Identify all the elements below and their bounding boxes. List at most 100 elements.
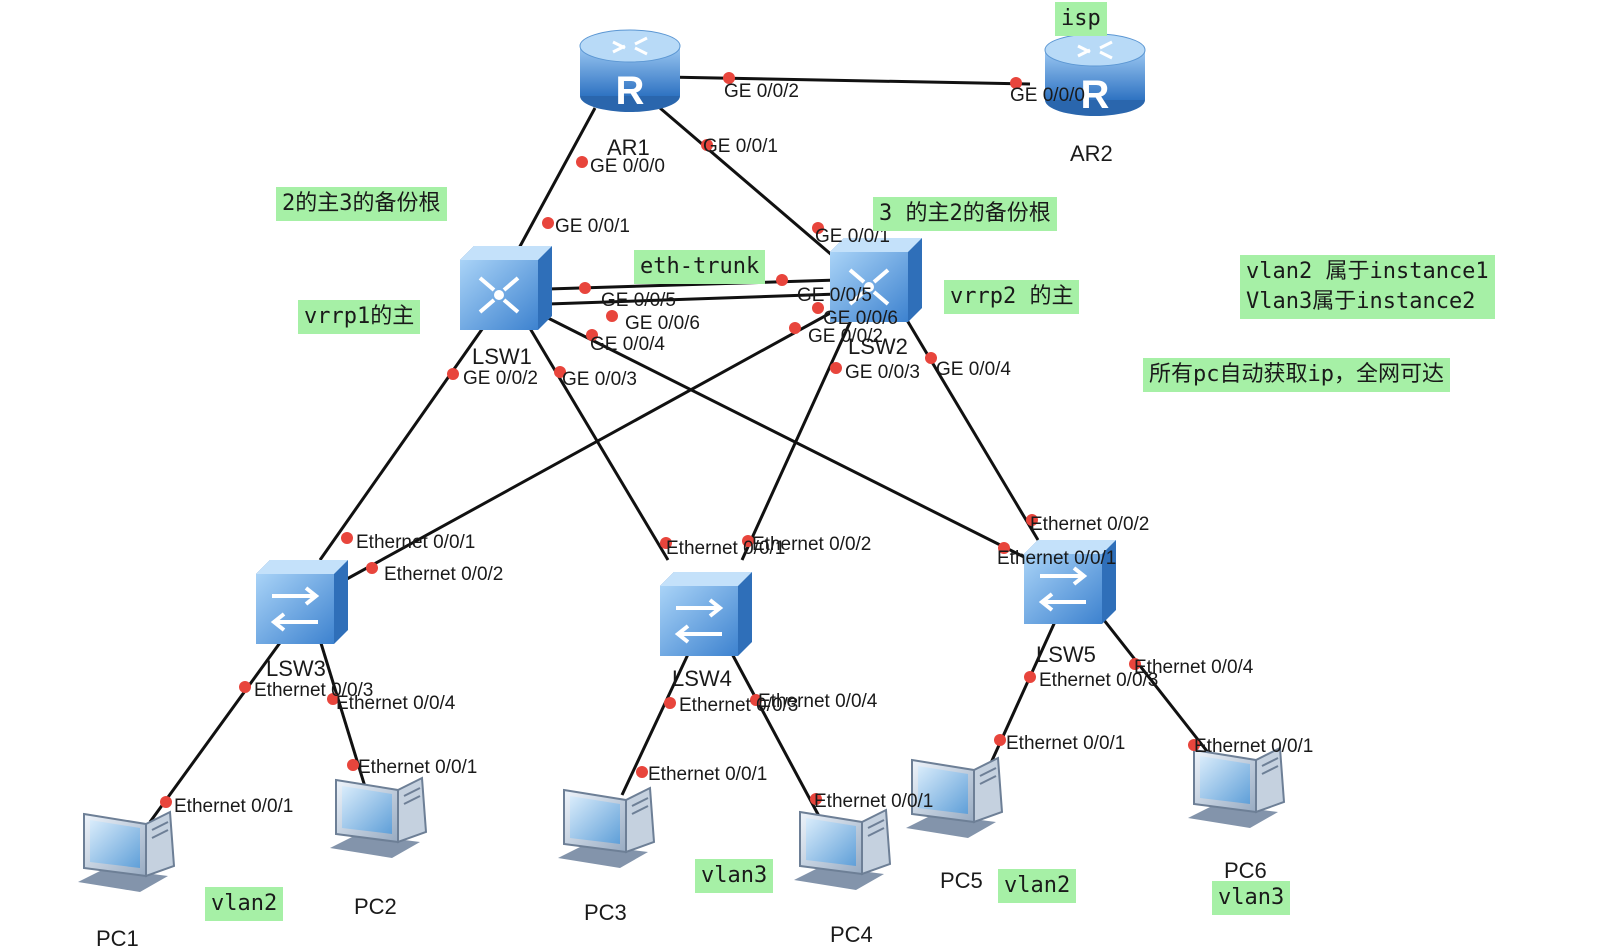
- port-label: GE 0/0/1: [703, 136, 778, 157]
- port-label: Ethernet 0/0/1: [814, 791, 933, 812]
- port-dot: [1026, 514, 1038, 526]
- access-switch-icon[interactable]: [256, 560, 348, 644]
- port-dot: [742, 535, 754, 547]
- pc-icon[interactable]: [794, 808, 892, 890]
- port-label: GE 0/0/3: [845, 362, 920, 383]
- link-lsw5-pc6: [1098, 614, 1212, 756]
- note-vlan-pc3: vlan3: [695, 859, 774, 893]
- port-label: Ethernet 0/0/3: [254, 680, 373, 701]
- link-lsw1-lsw3: [318, 324, 487, 561]
- port-labels: GE 0/0/2 GE 0/0/0 GE 0/0/1 GE 0/0/0 GE 0…: [174, 81, 1313, 817]
- port-dot: [812, 222, 824, 234]
- port-label: Ethernet 0/0/2: [1030, 514, 1149, 535]
- device-label-pc4: PC4: [830, 922, 873, 947]
- pc-icon[interactable]: [78, 810, 176, 892]
- port-dot: [1129, 658, 1141, 670]
- port-dot: [1024, 671, 1036, 683]
- port-label: GE 0/0/1: [815, 226, 890, 247]
- pc-icon[interactable]: [330, 776, 428, 858]
- port-label: GE 0/0/6: [625, 313, 700, 334]
- port-label: Ethernet 0/0/3: [679, 695, 798, 716]
- device-label-ar1: AR1: [607, 135, 650, 160]
- note-eth-trunk: eth-trunk: [634, 250, 766, 284]
- port-dot: [576, 156, 588, 168]
- link-lsw1-lsw2-trunk-b: [547, 292, 839, 306]
- port-dot: [664, 697, 676, 709]
- port-dot: [239, 681, 251, 693]
- port-dot: [579, 282, 591, 294]
- port-dot: [586, 329, 598, 341]
- access-switch-icon[interactable]: [1024, 540, 1116, 624]
- port-label: GE 0/0/1: [555, 216, 630, 237]
- router-icon[interactable]: R: [579, 29, 681, 113]
- link-lsw2-lsw3: [344, 303, 846, 582]
- port-label: Ethernet 0/0/2: [384, 564, 503, 585]
- port-dot: [830, 362, 842, 374]
- link-lsw2-lsw5: [893, 299, 1040, 541]
- port-dot: [998, 542, 1010, 554]
- port-label: GE 0/0/5: [601, 290, 676, 311]
- core-switch-icon[interactable]: [460, 246, 552, 330]
- device-label-pc3: PC3: [584, 900, 627, 925]
- port-label: Ethernet 0/0/1: [997, 548, 1116, 569]
- port-dot: [750, 694, 762, 706]
- note-lsw1-root: 2的主3的备份根: [276, 187, 447, 221]
- port-label: Ethernet 0/0/3: [1039, 670, 1158, 691]
- svg-text:R: R: [1081, 73, 1110, 117]
- note-instance-line2: Vlan3属于instance2: [1246, 289, 1476, 314]
- link-lsw4-pc4: [728, 649, 822, 819]
- port-dot: [789, 322, 801, 334]
- port-dot: [1010, 77, 1022, 89]
- port-label: GE 0/0/0: [590, 156, 665, 177]
- port-dot: [366, 562, 378, 574]
- port-label: Ethernet 0/0/1: [174, 796, 293, 817]
- port-dot: [160, 796, 172, 808]
- port-label: GE 0/0/5: [797, 285, 872, 306]
- device-label-pc2: PC2: [354, 894, 397, 919]
- device-labels: AR1 AR2 LSW1 LSW2 LSW3 LSW4 LSW5 PC1 PC2…: [96, 135, 1267, 951]
- port-dot: [660, 537, 672, 549]
- port-label: Ethernet 0/0/1: [648, 764, 767, 785]
- link-ar1-ar2: [664, 75, 1031, 86]
- note-vlan-pc1: vlan2: [205, 887, 284, 921]
- link-ar1-lsw1: [516, 107, 597, 251]
- link-lsw3-pc1: [148, 639, 284, 823]
- note-pc-dhcp: 所有pc自动获取ip，全网可达: [1143, 358, 1450, 392]
- pc-icon[interactable]: [906, 756, 1004, 838]
- svg-text:R: R: [616, 69, 645, 113]
- port-label: Ethernet 0/0/1: [1194, 736, 1313, 757]
- port-label: GE 0/0/4: [936, 359, 1011, 380]
- router-icon[interactable]: R: [1044, 33, 1146, 117]
- link-lsw4-pc3: [620, 649, 692, 796]
- port-dot: [606, 310, 618, 322]
- port-label: GE 0/0/4: [590, 334, 665, 355]
- port-dot: [810, 793, 822, 805]
- link-ar1-lsw2: [659, 106, 841, 264]
- access-switch-icon[interactable]: [660, 572, 752, 656]
- port-label: Ethernet 0/0/4: [758, 691, 878, 712]
- device-label-pc1: PC1: [96, 926, 139, 951]
- note-vlan-pc6: vlan3: [1212, 881, 1291, 915]
- note-vrrp1: vrrp1的主: [298, 300, 421, 334]
- port-label: Ethernet 0/0/2: [752, 534, 871, 555]
- port-dot: [554, 366, 566, 378]
- port-dot: [327, 693, 339, 705]
- port-dot: [723, 72, 735, 84]
- device-label-pc6: PC6: [1224, 858, 1267, 883]
- port-dot: [925, 352, 937, 364]
- port-dot: [341, 532, 353, 544]
- links: [148, 75, 1212, 823]
- port-label: Ethernet 0/0/1: [1006, 733, 1125, 754]
- device-label-lsw4: LSW4: [672, 666, 732, 691]
- port-dot: [994, 734, 1006, 746]
- port-dot: [1188, 739, 1200, 751]
- port-dot: [701, 139, 713, 151]
- pc-icon[interactable]: [558, 786, 656, 868]
- port-label: Ethernet 0/0/1: [356, 532, 475, 553]
- port-label: GE 0/0/0: [1010, 85, 1085, 106]
- port-dots: [160, 72, 1200, 808]
- core-switch-icon[interactable]: [830, 238, 922, 322]
- pc-icon[interactable]: [1188, 746, 1286, 828]
- device-label-lsw1: LSW1: [472, 344, 532, 369]
